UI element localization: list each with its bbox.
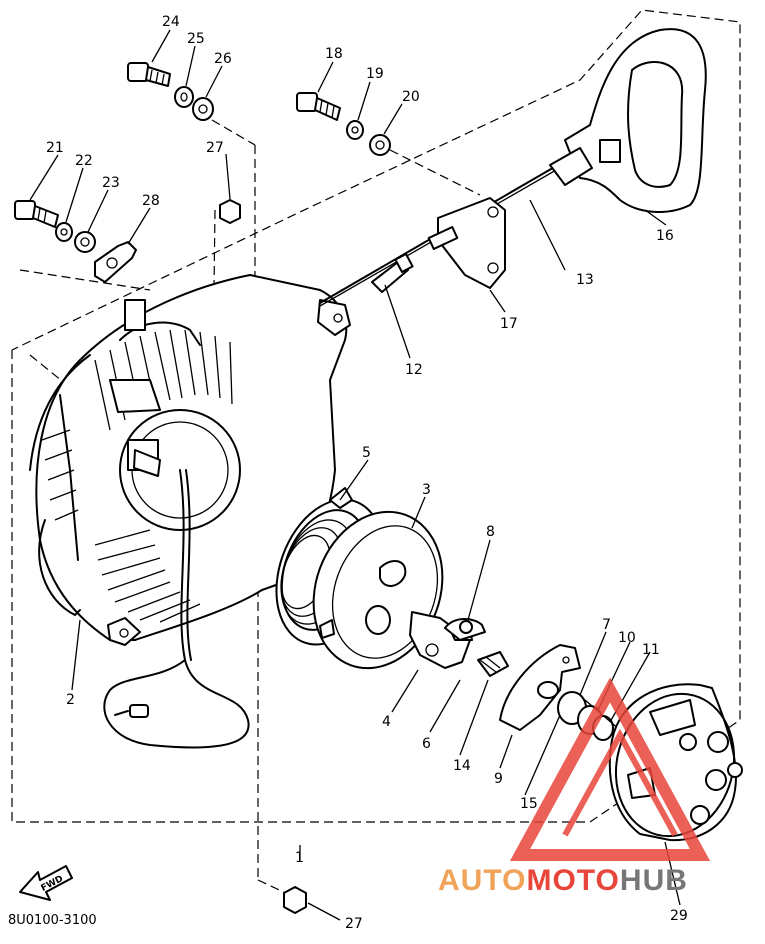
watermark-hub: HUB [620, 864, 688, 897]
callout-13: 13 [576, 272, 594, 288]
callout-11: 11 [642, 642, 660, 658]
watermark-text: AUTOMOTOHUB [438, 864, 688, 897]
callout-12: 12 [405, 362, 423, 378]
watermark: AUTOMOTOHUB [438, 677, 711, 897]
diagram-code: 8U0100-3100 [8, 913, 97, 928]
callout-24: 24 [162, 14, 180, 30]
starter-rope-and-grip [319, 28, 707, 307]
callout-15: 15 [520, 796, 538, 812]
callout-17: 17 [500, 316, 518, 332]
watermark-moto: MOTO [526, 864, 619, 897]
callout-27-bottom: 27 [345, 916, 363, 932]
callout-27-top: 27 [206, 140, 224, 156]
callout-22: 22 [75, 153, 93, 169]
callout-18: 18 [325, 46, 343, 62]
callout-5: 5 [362, 445, 371, 461]
callout-29: 29 [670, 908, 688, 924]
watermark-logo-triangle [509, 677, 711, 861]
callout-9: 9 [494, 771, 503, 787]
callout-14: 14 [453, 758, 471, 774]
watermark-auto: AUTO [438, 864, 526, 897]
leader-lines [29, 29, 681, 921]
callout-10: 10 [618, 630, 636, 646]
callout-23: 23 [102, 175, 120, 191]
callout-25: 25 [187, 31, 205, 47]
callout-3: 3 [422, 482, 431, 498]
callout-20: 20 [402, 89, 420, 105]
callout-labels: 24 25 26 18 19 20 21 22 23 28 27 16 13 1… [46, 14, 688, 932]
callout-4: 4 [382, 714, 391, 730]
callout-2: 2 [66, 692, 75, 708]
callout-6: 6 [422, 736, 431, 752]
callout-21: 21 [46, 140, 64, 156]
callout-16: 16 [656, 228, 674, 244]
callout-7: 7 [602, 617, 611, 633]
ratchet-assembly [409, 611, 509, 677]
fwd-direction-arrow: FWD [19, 865, 73, 901]
callout-8: 8 [486, 524, 495, 540]
fasteners [14, 62, 391, 914]
callout-19: 19 [366, 66, 384, 82]
callout-28: 28 [142, 193, 160, 209]
starter-rope-loop [103, 469, 250, 749]
callout-1: 1 [295, 850, 304, 866]
callout-26: 26 [214, 51, 232, 67]
flywheel-pulley [608, 683, 743, 842]
